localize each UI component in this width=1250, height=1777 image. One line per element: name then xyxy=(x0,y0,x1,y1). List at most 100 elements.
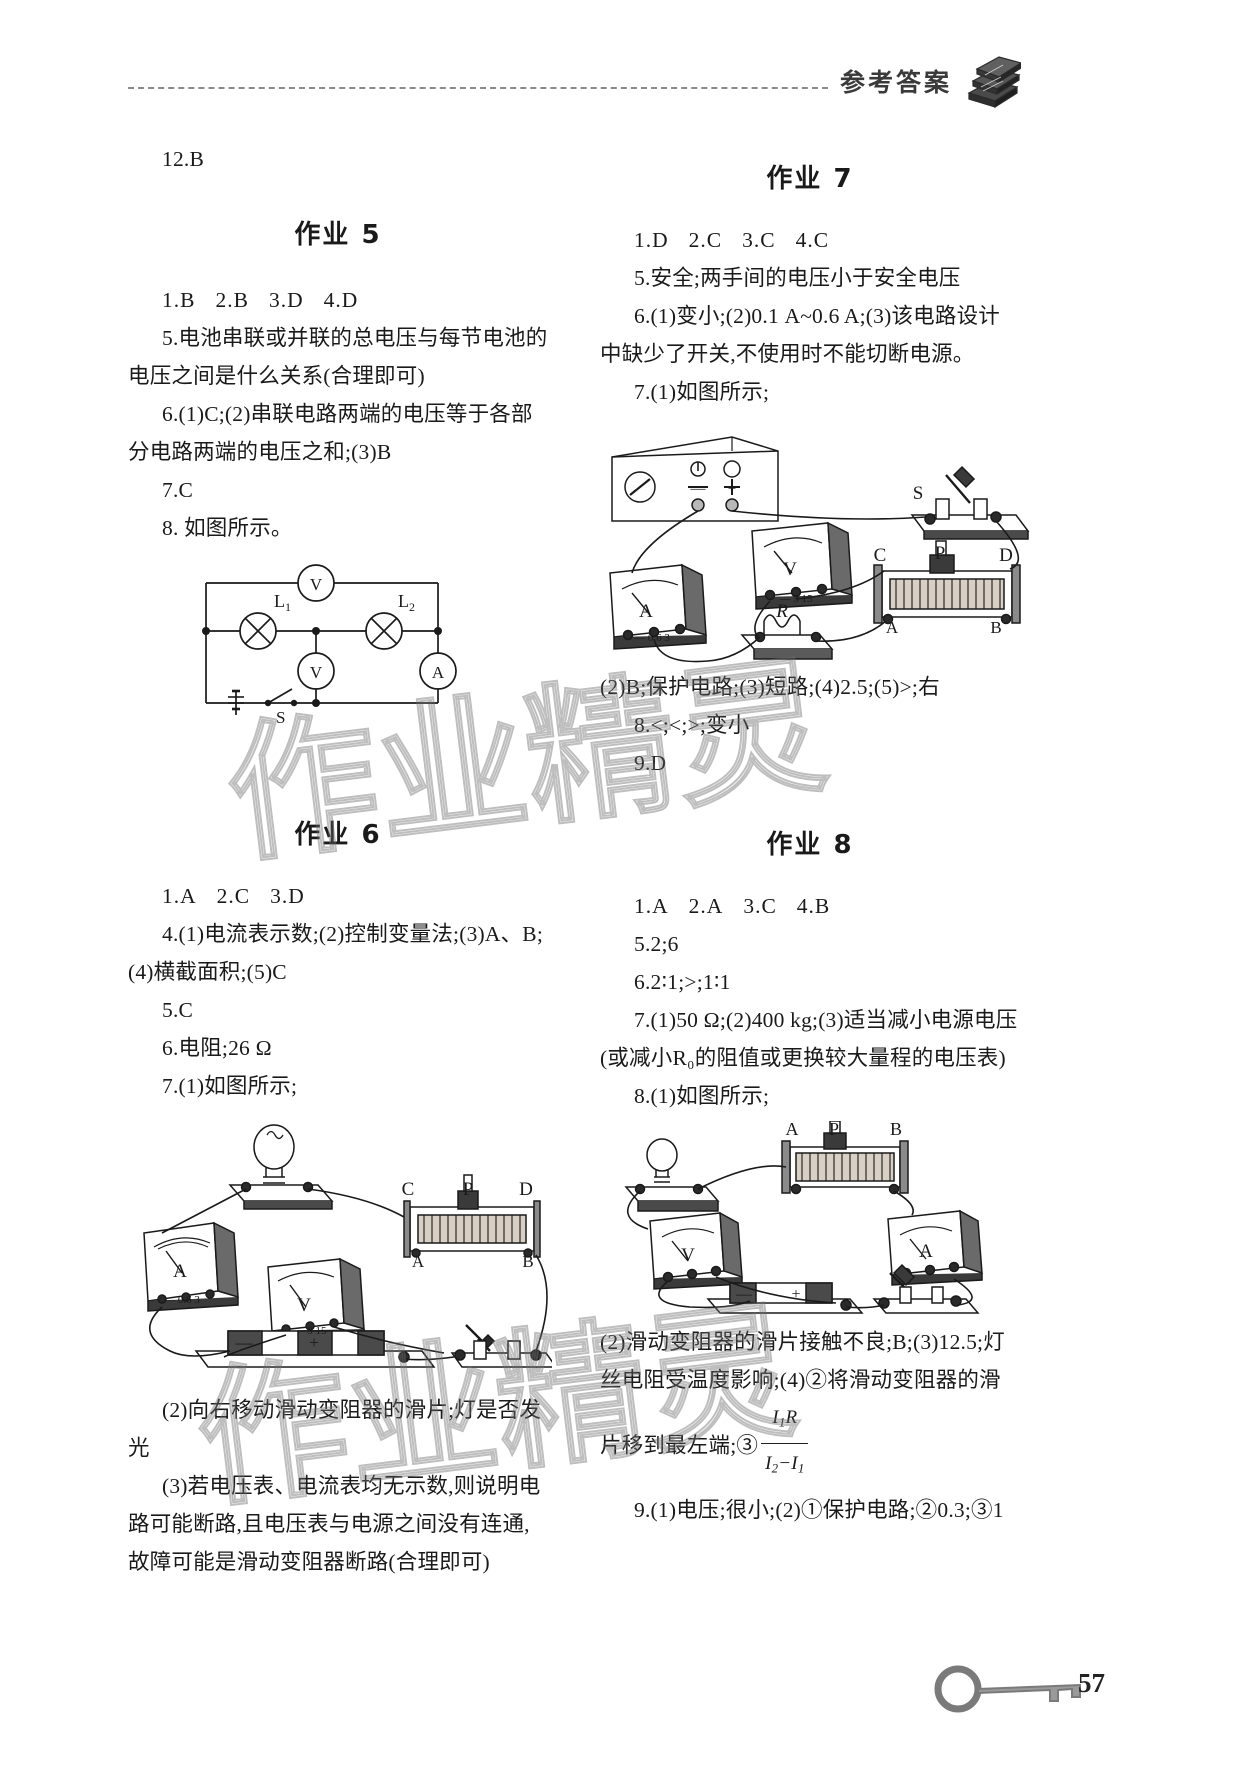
choices-homework-6: 1.A 2.C 3.D xyxy=(128,877,548,915)
choice-1: 1.A xyxy=(634,894,669,918)
answer-hw7-q9: 9.D xyxy=(634,751,667,775)
answer-hw7-q6: 6.(1)变小;(2)0.1 A~0.6 A;(3)该电路设计中缺少了开关,不使… xyxy=(600,304,1000,366)
answer-hw7-q5: 5.安全;两手间的电压小于安全电压 xyxy=(634,266,961,290)
rheostat-terminal-A: A xyxy=(786,1121,799,1139)
answer-hw6-q7-1: 7.(1)如图所示; xyxy=(162,1074,298,1098)
answer-12: 12.B xyxy=(162,147,205,171)
figure-lab-apparatus-right: S V — 3 15 A — 0.6 3 R C P D A B — + xyxy=(592,421,1030,666)
answer-hw8-q8-2: (2)滑动变阻器的滑片接触不良;B;(3)12.5;灯丝电阻受温度影响;(4)②… xyxy=(600,1323,1020,1487)
book-stack-icon xyxy=(967,56,1021,109)
section-title-homework-7: 作业 7 xyxy=(766,164,854,194)
lamp2-label: L2 xyxy=(398,591,415,614)
key-icon xyxy=(934,1665,1081,1713)
answer-hw5-q8: 8. 如图所示。 xyxy=(162,516,293,540)
resistor-label: R xyxy=(775,601,788,622)
rheostat-terminal-C: C xyxy=(874,545,887,566)
battery-plus: + xyxy=(309,1333,319,1352)
choices-homework-7: 1.D 2.C 3.C 4.C xyxy=(600,221,1020,259)
page-title: 参考答案 xyxy=(840,70,953,97)
supply-minus: — xyxy=(690,481,707,497)
ammeter-terminal-scale: — 0.6 3 xyxy=(633,632,670,644)
rheostat-terminal-B: B xyxy=(990,618,1001,637)
answer-hw8-q5: 5.2;6 xyxy=(634,932,679,956)
answer-hw7-q8: 8.<;<;>;变小 xyxy=(634,713,750,737)
section-title-homework-5: 作业 5 xyxy=(294,220,382,250)
formula-fraction: I1R I2−I1 xyxy=(761,1399,809,1487)
ammeter-terminal-scale: — 0.6 3 xyxy=(163,1294,200,1306)
ammeter-label: A xyxy=(432,663,445,682)
rheostat-terminal-C: C xyxy=(402,1179,415,1200)
page-header: 参考答案 xyxy=(0,55,1250,125)
battery-minus: — xyxy=(735,1286,753,1303)
choice-1: 1.B xyxy=(162,288,196,312)
answer-hw6-q4: 4.(1)电流表示数;(2)控制变量法;(3)A、B;(4)横截面积;(5)C xyxy=(128,922,544,984)
choice-4: 4.C xyxy=(795,228,830,252)
switch-label: S xyxy=(276,708,285,727)
formula-denominator: I2−I1 xyxy=(765,1452,805,1476)
choice-3: 3.C xyxy=(742,228,776,252)
rheostat-terminal-B: B xyxy=(890,1121,902,1139)
choice-1: 1.D xyxy=(634,228,669,252)
choice-1: 1.A xyxy=(162,884,197,908)
rheostat-terminal-P: P xyxy=(935,543,946,564)
formula-numerator: I1R xyxy=(761,1399,809,1444)
right-column: 作业 7 1.D 2.C 3.C 4.C 5.安全;两手间的电压小于安全电压 6.(1… xyxy=(600,140,1030,1529)
answer-hw8-q8-1: 8.(1)如图所示; xyxy=(634,1084,770,1108)
battery-plus: + xyxy=(791,1286,800,1303)
rheostat-terminal-P: P xyxy=(829,1121,839,1139)
ammeter-face-label: A xyxy=(639,601,653,622)
formula-num-sub: 1 xyxy=(778,1414,786,1430)
answer-hw8-q7: 7.(1)50 Ω;(2)400 kg;(3)适当减小电源电压(或减小R₀的阻值… xyxy=(600,1008,1018,1070)
rheostat-terminal-B: B xyxy=(522,1252,533,1271)
choice-2: 2.A xyxy=(688,894,724,918)
ammeter-face-label: A xyxy=(173,1261,187,1282)
battery-minus: — xyxy=(235,1333,254,1352)
rheostat-terminal-P: P xyxy=(463,1179,474,1200)
answer-hw8-q9: 9.(1)电压;很小;(2)①保护电路;②0.3;③1 xyxy=(634,1498,1004,1523)
supply-plus: + xyxy=(728,481,736,497)
answer-hw6-q7-2: (2)向右移动滑动变阻器的滑片;灯是否发光 xyxy=(128,1398,542,1460)
voltmeter-face-label: V xyxy=(681,1245,695,1266)
voltmeter-terminal-scale: — 3 15 xyxy=(779,593,814,605)
choice-3: 3.C xyxy=(743,894,777,918)
answer-hw8-q8-2-text: (2)滑动变阻器的滑片接触不良;B;(3)12.5;灯丝电阻受温度影响;(4)②… xyxy=(600,1330,1005,1458)
choice-2: 2.C xyxy=(688,228,723,252)
rheostat-terminal-A: A xyxy=(886,618,899,637)
voltmeter-terminal-scale: — 3 15 xyxy=(293,1325,328,1337)
answer-hw7-q7-1: 7.(1)如图所示; xyxy=(634,380,770,404)
rheostat-terminal-D: D xyxy=(999,545,1013,566)
formula-den-sub2: 2 xyxy=(771,1460,779,1476)
answer-hw5-q5: 5.电池串联或并联的总电压与每节电池的电压之间是什么关系(合理即可) xyxy=(128,326,548,388)
page-number: 57 xyxy=(1078,1668,1105,1698)
figure-lab-apparatus-left: A — 0.6 3 V — 3 15 C P D A B — + xyxy=(122,1115,552,1385)
choice-3: 3.D xyxy=(268,288,304,312)
choice-4: 4.B xyxy=(796,894,831,918)
left-column: 12.B 作业 5 1.B 2.B 3.D 4.D 5.电池串联或并联的总电压与每节电… xyxy=(128,140,552,1581)
answer-hw6-q6: 6.电阻;26 Ω xyxy=(162,1036,272,1060)
voltmeter-top-label: V xyxy=(310,575,323,594)
answer-hw7-q7-2: (2)B;保护电路;(3)短路;(4)2.5;(5)>;右 xyxy=(600,675,940,699)
choices-homework-5: 1.B 2.B 3.D 4.D xyxy=(128,281,548,319)
answer-hw5-q6: 6.(1)C;(2)串联电路两端的电压等于各部分电路两端的电压之和;(3)B xyxy=(128,402,533,464)
switch-label: S xyxy=(913,483,924,504)
formula-den-sub1: 1 xyxy=(797,1460,805,1476)
choice-2: 2.C xyxy=(216,884,251,908)
choices-homework-8: 1.A 2.A 3.C 4.B xyxy=(600,887,1020,925)
figure-lab-apparatus-bottom-right: A P B V A — + xyxy=(600,1121,1020,1321)
section-title-homework-8: 作业 8 xyxy=(766,830,854,860)
voltmeter-face-label: V xyxy=(297,1295,311,1316)
voltmeter-mid-label: V xyxy=(310,663,323,682)
answer-hw6-q7-3: (3)若电压表、电流表均无示数,则说明电路可能断路,且电压表与电源之间没有连通,… xyxy=(128,1474,541,1574)
lamp1-label: L1 xyxy=(274,591,291,614)
rheostat-terminal-D: D xyxy=(519,1179,533,1200)
choice-4: 4.D xyxy=(323,288,359,312)
answer-hw8-q6: 6.2∶1;>;1∶1 xyxy=(634,970,731,994)
answer-hw6-q5: 5.C xyxy=(162,998,194,1022)
choice-2: 2.B xyxy=(215,288,249,312)
choice-3: 3.D xyxy=(270,884,305,908)
figure-series-circuit-two-lamps: V V A L1 L2 S xyxy=(188,561,548,736)
header-divider xyxy=(128,87,828,89)
answer-hw5-q7: 7.C xyxy=(162,478,194,502)
section-title-homework-6: 作业 6 xyxy=(294,820,382,850)
